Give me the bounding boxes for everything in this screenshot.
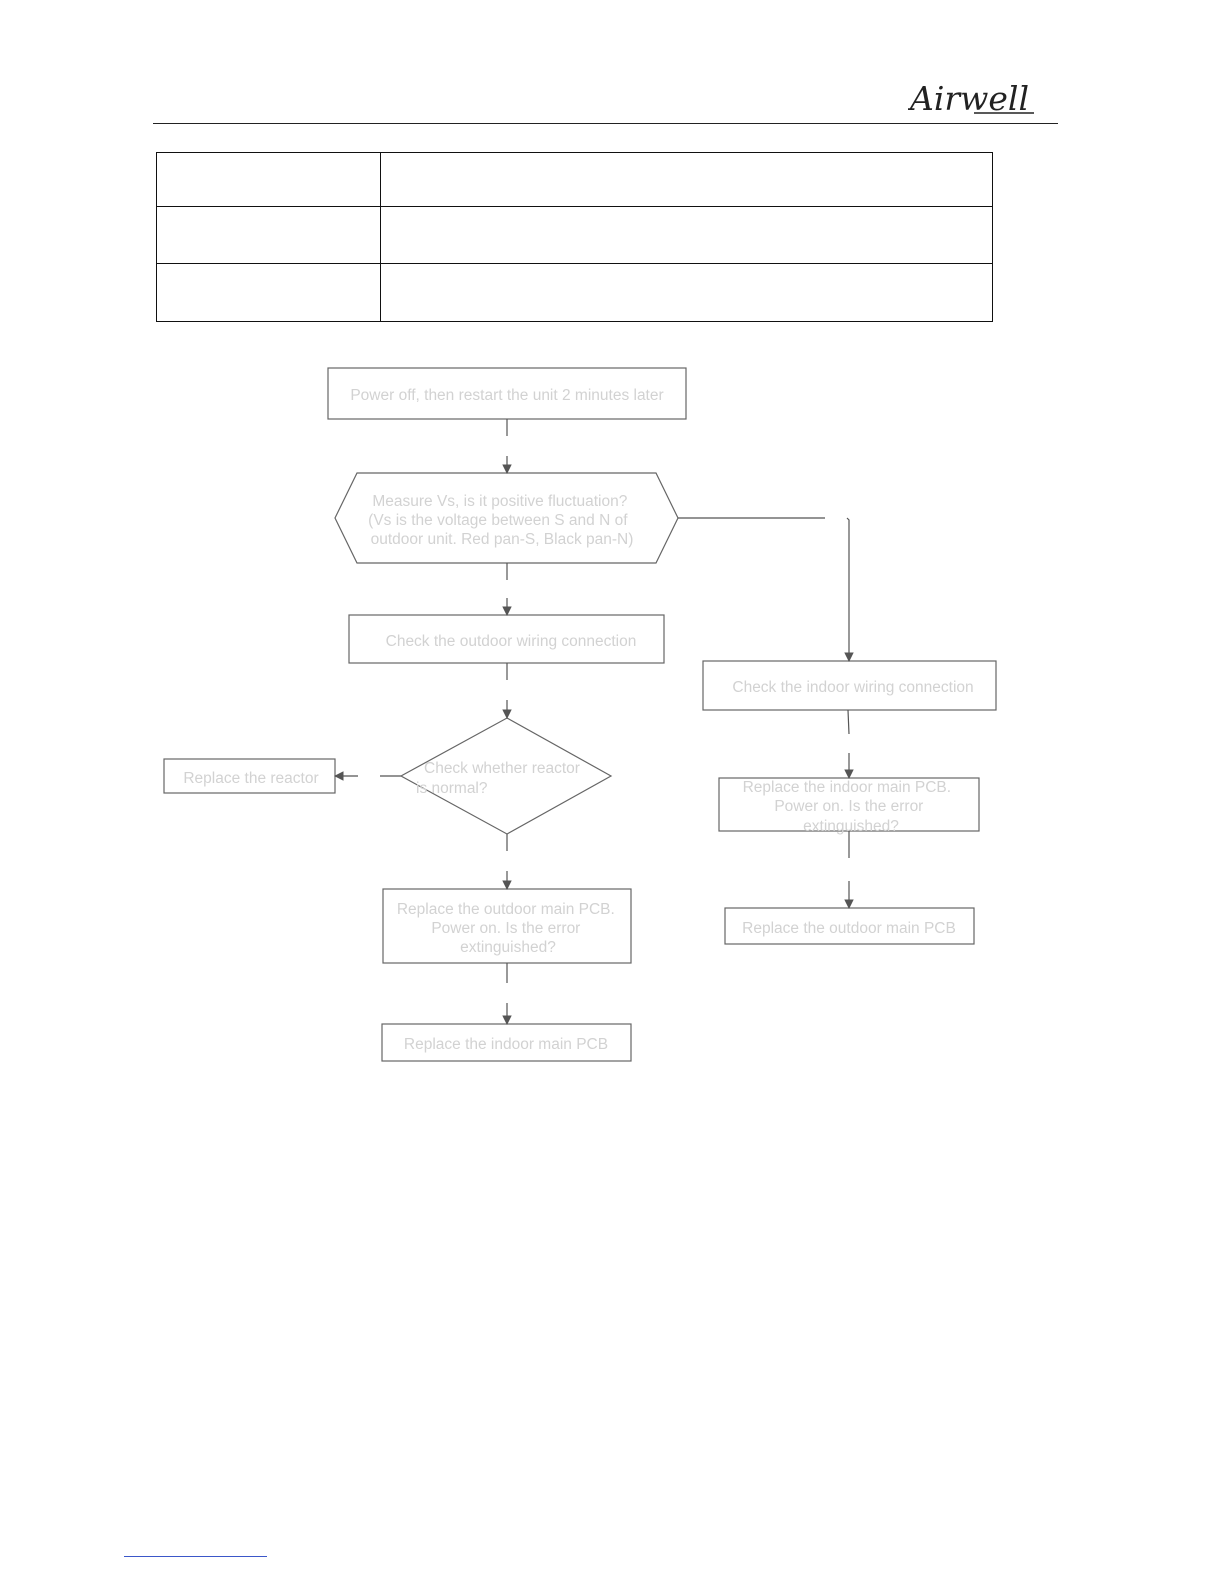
table-cell-label [156, 263, 381, 322]
info-table [156, 152, 993, 322]
text-restart-unit: Power off, then restart the unit 2 minut… [350, 387, 663, 404]
node-restart-unit [327, 367, 687, 420]
footer-link-underline[interactable] [124, 1556, 267, 1557]
node-replace-indoor-pcb [381, 1023, 632, 1062]
header-divider [153, 123, 1058, 124]
node-check-outdoor-wiring [348, 614, 665, 664]
text-check-indoor-wiring: Check the indoor wiring connection [732, 679, 973, 696]
text-replace-reactor: Replace the reactor [183, 770, 318, 787]
airwell-logo: Airwell [908, 80, 1034, 118]
connector-to-indoor-wiring [844, 517, 854, 662]
node-check-indoor-wiring [702, 660, 997, 711]
node-measure-vs [334, 472, 679, 564]
text-measure-vs: Measure Vs, is it positive fluctuation? … [368, 493, 633, 548]
text-replace-outdoor-pcb: Replace the outdoor main PCB [742, 920, 956, 937]
table-cell-value [380, 263, 993, 322]
logo-text: Airwell [908, 80, 1029, 118]
text-replace-outdoor-pcb-check: Replace the outdoor main PCB. Power on. … [397, 901, 619, 956]
text-check-reactor: Check whether reactor is normal? [416, 760, 584, 797]
table-cell-value [380, 152, 993, 207]
node-replace-reactor [163, 758, 336, 794]
text-replace-indoor-pcb: Replace the indoor main PCB [404, 1036, 608, 1053]
node-replace-outdoor-pcb-check [382, 888, 632, 964]
text-check-outdoor-wiring: Check the outdoor wiring connection [386, 633, 637, 650]
table-row [156, 263, 993, 322]
connector-indoor-wiring-down [847, 709, 850, 735]
text-replace-indoor-pcb-check: Replace the indoor main PCB. Power on. I… [743, 779, 956, 835]
